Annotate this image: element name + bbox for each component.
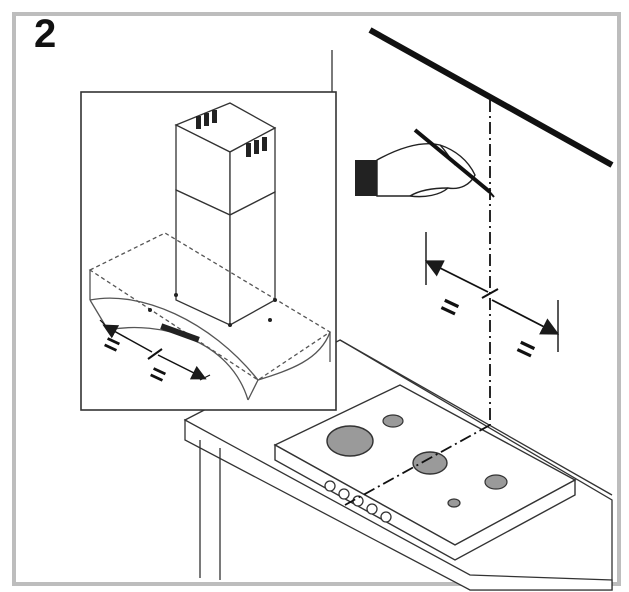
dimension-arrow-right xyxy=(491,299,560,335)
equal-label-right: = xyxy=(511,331,541,368)
center-burner xyxy=(412,451,448,475)
hand-marking-wall xyxy=(355,128,495,198)
cooktop-hob xyxy=(273,384,577,561)
equal-label-left: = xyxy=(435,289,465,326)
step-number: 2 xyxy=(34,12,57,56)
center-axis-hob xyxy=(344,424,491,506)
dimension-arrow-left xyxy=(424,260,489,293)
small-burner-front xyxy=(447,498,461,508)
control-knobs xyxy=(324,480,392,523)
inset-dimension-arrow-left xyxy=(102,324,153,353)
large-burner xyxy=(326,425,374,457)
inset-dimension-arrow-right xyxy=(157,354,207,380)
chimney-hood xyxy=(88,102,332,401)
ceiling-line xyxy=(368,27,614,168)
small-burner-right xyxy=(484,474,508,490)
small-burner-back xyxy=(382,414,404,428)
